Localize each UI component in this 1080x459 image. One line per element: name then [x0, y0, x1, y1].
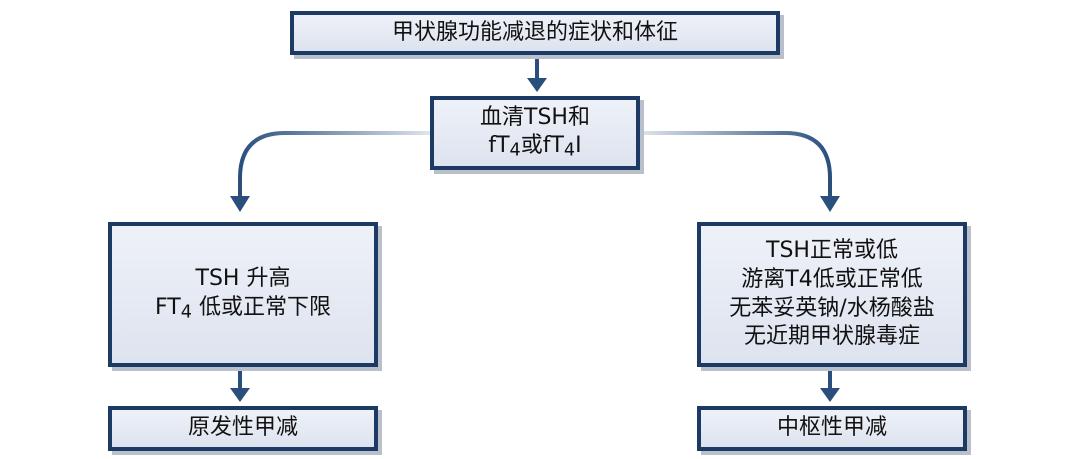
node-tsh-normal-or-low: TSH正常或低 游离T4低或正常低 无苯妥英钠/水杨酸盐 无近期甲状腺毒症	[697, 222, 967, 367]
node-tsh-elevated: TSH 升高 FT4 低或正常下限	[108, 222, 378, 367]
node-serum-tsh-test: 血清TSH和 fT4或fT4I	[430, 96, 640, 170]
arrowhead-right-to-result	[820, 388, 840, 402]
left-result-text: 原发性甲减	[187, 415, 298, 441]
right-result-text: 中枢性甲减	[776, 415, 887, 441]
left-line-1: TSH 升高	[195, 266, 291, 292]
arrow-test-to-right	[640, 131, 832, 198]
arrowhead-left-to-result	[230, 388, 250, 402]
arrowhead-test-to-right	[820, 196, 840, 212]
arrowhead-top-to-test	[527, 78, 547, 92]
left-line-2: FT4 低或正常下限	[155, 294, 331, 323]
arrow-test-to-left	[238, 131, 430, 198]
node-symptoms-text: 甲状腺功能减退的症状和体征	[391, 19, 678, 45]
right-line-1: TSH正常或低	[766, 238, 898, 264]
node-primary-hypothyroidism: 原发性甲减	[108, 406, 378, 451]
right-line-2: 游离T4低或正常低	[741, 266, 923, 292]
test-line-2: fT4或fT4I	[488, 133, 582, 161]
node-central-hypothyroidism: 中枢性甲减	[697, 406, 967, 451]
node-symptoms-and-signs: 甲状腺功能减退的症状和体征	[290, 11, 780, 55]
test-line-1: 血清TSH和	[480, 104, 590, 130]
arrowhead-test-to-left	[230, 196, 250, 212]
right-line-4: 无近期甲状腺毒症	[743, 324, 920, 350]
right-line-3: 无苯妥英钠/水杨酸盐	[729, 295, 935, 321]
